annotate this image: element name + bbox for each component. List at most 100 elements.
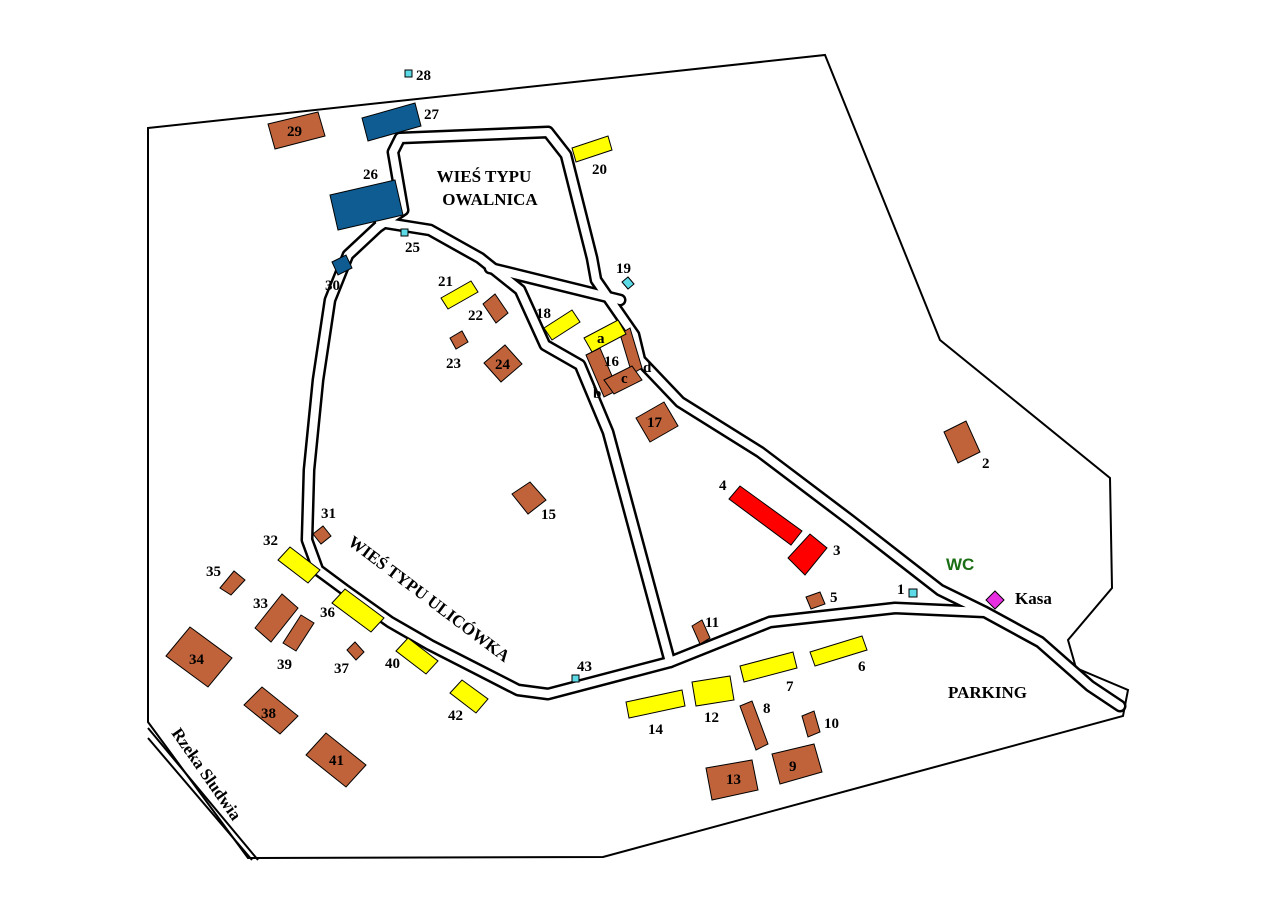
building-10[interactable] (801, 710, 821, 738)
wc-label[interactable]: WC (946, 555, 974, 574)
kasa-label[interactable]: Kasa (1015, 589, 1052, 608)
owalnica-label-line1: WIEŚ TYPU (437, 167, 532, 186)
label-1: 1 (897, 582, 905, 598)
owalnica-label-line2: OWALNICA (442, 190, 538, 209)
label-42: 42 (448, 708, 463, 724)
label-15: 15 (541, 507, 556, 523)
label-41: 41 (329, 753, 344, 769)
label-10: 10 (824, 716, 839, 732)
building-15[interactable] (511, 481, 547, 515)
label-9: 9 (789, 759, 797, 775)
label-7: 7 (786, 679, 794, 695)
label-2: 2 (982, 456, 990, 472)
label-24: 24 (495, 357, 511, 373)
building-29[interactable] (267, 111, 326, 150)
label-36: 36 (320, 605, 336, 621)
building-21[interactable] (440, 280, 479, 310)
building-13[interactable] (705, 759, 759, 801)
building-9[interactable] (771, 743, 823, 785)
building-11[interactable] (691, 619, 711, 645)
label-16a: a (597, 331, 605, 347)
label-37: 37 (334, 661, 350, 677)
label-16c: c (621, 371, 628, 387)
label-17: 17 (647, 415, 663, 431)
label-21: 21 (438, 274, 453, 290)
label-16: 16 (604, 354, 620, 370)
label-38: 38 (261, 706, 276, 722)
building-31[interactable] (312, 525, 332, 545)
building-16-d[interactable] (619, 327, 643, 375)
building-26[interactable] (329, 179, 404, 231)
label-8: 8 (763, 701, 771, 717)
building-7[interactable] (739, 651, 798, 683)
kasa-marker[interactable] (985, 590, 1005, 610)
label-18: 18 (536, 306, 551, 322)
label-3: 3 (833, 543, 841, 559)
label-27: 27 (424, 107, 440, 123)
building-41[interactable] (305, 732, 367, 788)
building-38[interactable] (243, 686, 299, 735)
building-12[interactable] (691, 675, 735, 707)
marker-25[interactable] (400, 228, 409, 237)
building-4[interactable] (728, 485, 803, 546)
label-34: 34 (189, 652, 205, 668)
label-25: 25 (405, 240, 420, 256)
label-6: 6 (858, 659, 866, 675)
building-18[interactable] (543, 309, 581, 341)
label-30: 30 (325, 278, 340, 294)
building-34[interactable] (165, 626, 233, 688)
marker-28[interactable] (404, 69, 413, 78)
label-39: 39 (277, 657, 292, 673)
building-33[interactable] (254, 593, 299, 643)
label-4: 4 (719, 478, 727, 494)
building-24[interactable] (483, 344, 523, 383)
label-43: 43 (577, 659, 592, 675)
building-8[interactable] (739, 700, 769, 751)
building-numbers: 28 27 29 26 25 30 20 19 21 22 18 23 24 1… (189, 68, 990, 788)
building-14[interactable] (625, 689, 686, 719)
label-20: 20 (592, 162, 607, 178)
label-14: 14 (648, 722, 664, 738)
building-30[interactable] (331, 254, 353, 276)
building-35[interactable] (219, 570, 246, 596)
label-28: 28 (416, 68, 431, 84)
building-5[interactable] (805, 591, 826, 610)
building-42[interactable] (449, 679, 489, 714)
building-20[interactable] (571, 135, 613, 163)
label-22: 22 (468, 308, 483, 324)
label-23: 23 (446, 356, 461, 372)
facility-labels: WC Kasa (946, 555, 1052, 608)
building-17[interactable] (635, 401, 679, 443)
parking-label: PARKING (948, 683, 1027, 702)
label-26: 26 (363, 167, 379, 183)
building-23[interactable] (449, 330, 469, 350)
grounds-boundary (147, 53, 1130, 860)
label-5: 5 (830, 590, 838, 606)
label-13: 13 (726, 772, 741, 788)
label-35: 35 (206, 564, 221, 580)
marker-1[interactable] (908, 588, 918, 598)
building-16-a[interactable] (583, 319, 627, 353)
label-40: 40 (385, 656, 400, 672)
building-6[interactable] (809, 635, 868, 667)
label-33: 33 (253, 596, 268, 612)
label-12: 12 (704, 710, 719, 726)
building-39[interactable] (282, 614, 315, 652)
building-27[interactable] (361, 102, 422, 142)
label-32: 32 (263, 533, 278, 549)
building-16-c[interactable] (603, 365, 643, 395)
building-3[interactable] (787, 533, 828, 576)
buildings (165, 69, 1005, 801)
paths (300, 125, 1127, 713)
building-40[interactable] (395, 637, 439, 675)
building-22[interactable] (482, 293, 509, 324)
building-32[interactable] (277, 546, 321, 584)
building-2[interactable] (943, 420, 981, 464)
marker-19[interactable] (621, 276, 635, 290)
building-36[interactable] (331, 588, 385, 633)
river-slupia (147, 727, 259, 861)
marker-43[interactable] (571, 674, 580, 683)
label-16b: b (593, 386, 601, 402)
building-37[interactable] (346, 641, 365, 661)
